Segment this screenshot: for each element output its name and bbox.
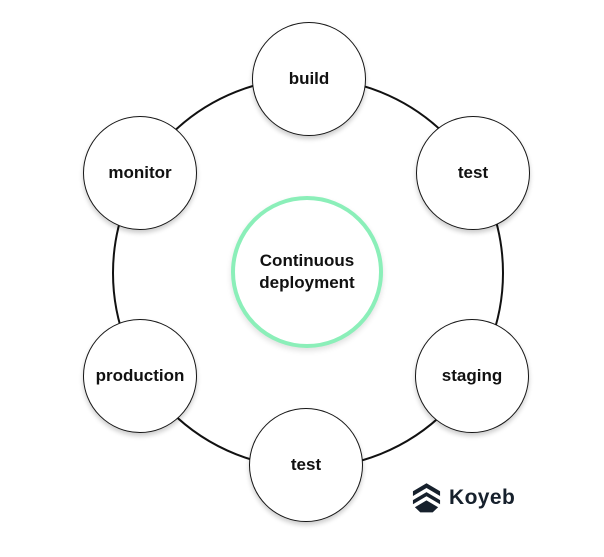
cycle-node-label: production (95, 366, 185, 385)
koyeb-logo-text: Koyeb (449, 485, 516, 509)
cycle-node-test-2: test (249, 408, 363, 522)
cycle-node-label: staging (441, 366, 503, 385)
cycle-node-monitor: monitor (83, 116, 197, 230)
cycle-node-test-1: test (416, 116, 530, 230)
cycle-node-label: test (457, 163, 489, 182)
cycle-node-production: production (83, 319, 197, 433)
cycle-node-staging: staging (415, 319, 529, 433)
cycle-node-build: build (252, 22, 366, 136)
cycle-node-label: build (288, 69, 330, 88)
center-node-continuous-deployment: Continuous deployment (231, 196, 383, 348)
cycle-node-label: monitor (108, 163, 172, 182)
cycle-node-label: test (290, 455, 322, 474)
koyeb-logo: Koyeb (411, 482, 515, 513)
koyeb-chevrons-icon (412, 483, 441, 513)
center-node-label: Continuous deployment (259, 251, 355, 292)
